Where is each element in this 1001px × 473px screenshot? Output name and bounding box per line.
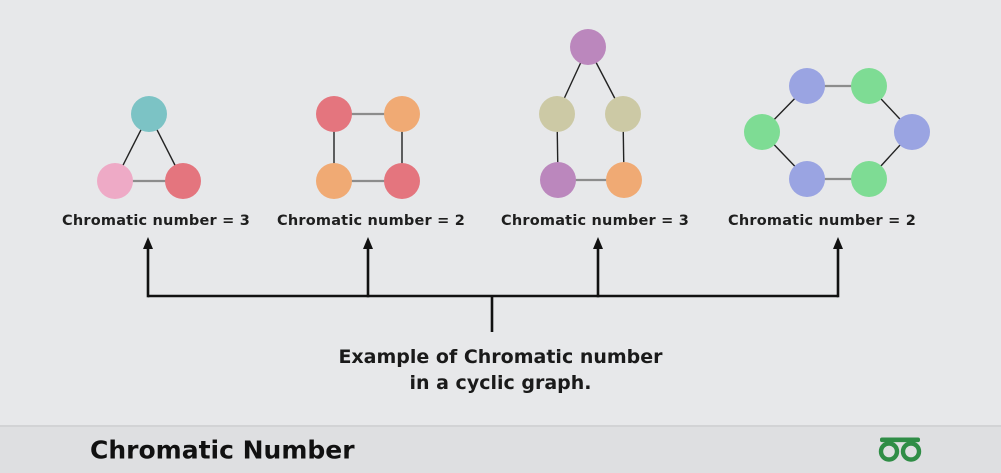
graph-label-square: Chromatic number = 2 — [277, 213, 465, 229]
footer-bar: Chromatic Number — [0, 425, 1001, 473]
caption: Example of Chromatic number in a cyclic … — [0, 344, 1001, 396]
graph-diagram — [97, 29, 930, 332]
square-cycle-node — [384, 96, 420, 132]
pentagon-cycle-node — [539, 96, 575, 132]
hexagon-cycle-node — [851, 68, 887, 104]
pentagon-cycle-node — [540, 162, 576, 198]
graph-label-triangle: Chromatic number = 3 — [62, 213, 250, 229]
square-cycle-node — [384, 163, 420, 199]
graph-label-hexagon: Chromatic number = 2 — [728, 213, 916, 229]
square-cycle-node — [316, 96, 352, 132]
hexagon-cycle-node — [744, 114, 780, 150]
triangle-cycle-node — [165, 163, 201, 199]
footer-title: Chromatic Number — [90, 435, 355, 465]
pentagon-cycle-node — [605, 96, 641, 132]
caption-line-2: in a cyclic graph. — [409, 372, 592, 394]
hexagon-cycle-node — [851, 161, 887, 197]
caption-line-1: Example of Chromatic number — [338, 346, 663, 368]
pointer-arrowhead — [833, 237, 843, 249]
square-cycle-node — [316, 163, 352, 199]
triangle-cycle-node — [97, 163, 133, 199]
pentagon-cycle-node — [570, 29, 606, 65]
triangle-cycle-node — [131, 96, 167, 132]
geeksforgeeks-logo-icon — [878, 437, 922, 462]
graph-label-pentagon: Chromatic number = 3 — [501, 213, 689, 229]
pointer-arrowhead — [593, 237, 603, 249]
pointer-arrowhead — [363, 237, 373, 249]
hexagon-cycle-node — [789, 161, 825, 197]
hexagon-cycle-node — [894, 114, 930, 150]
pointer-arrowhead — [143, 237, 153, 249]
pentagon-cycle-node — [606, 162, 642, 198]
hexagon-cycle-node — [789, 68, 825, 104]
